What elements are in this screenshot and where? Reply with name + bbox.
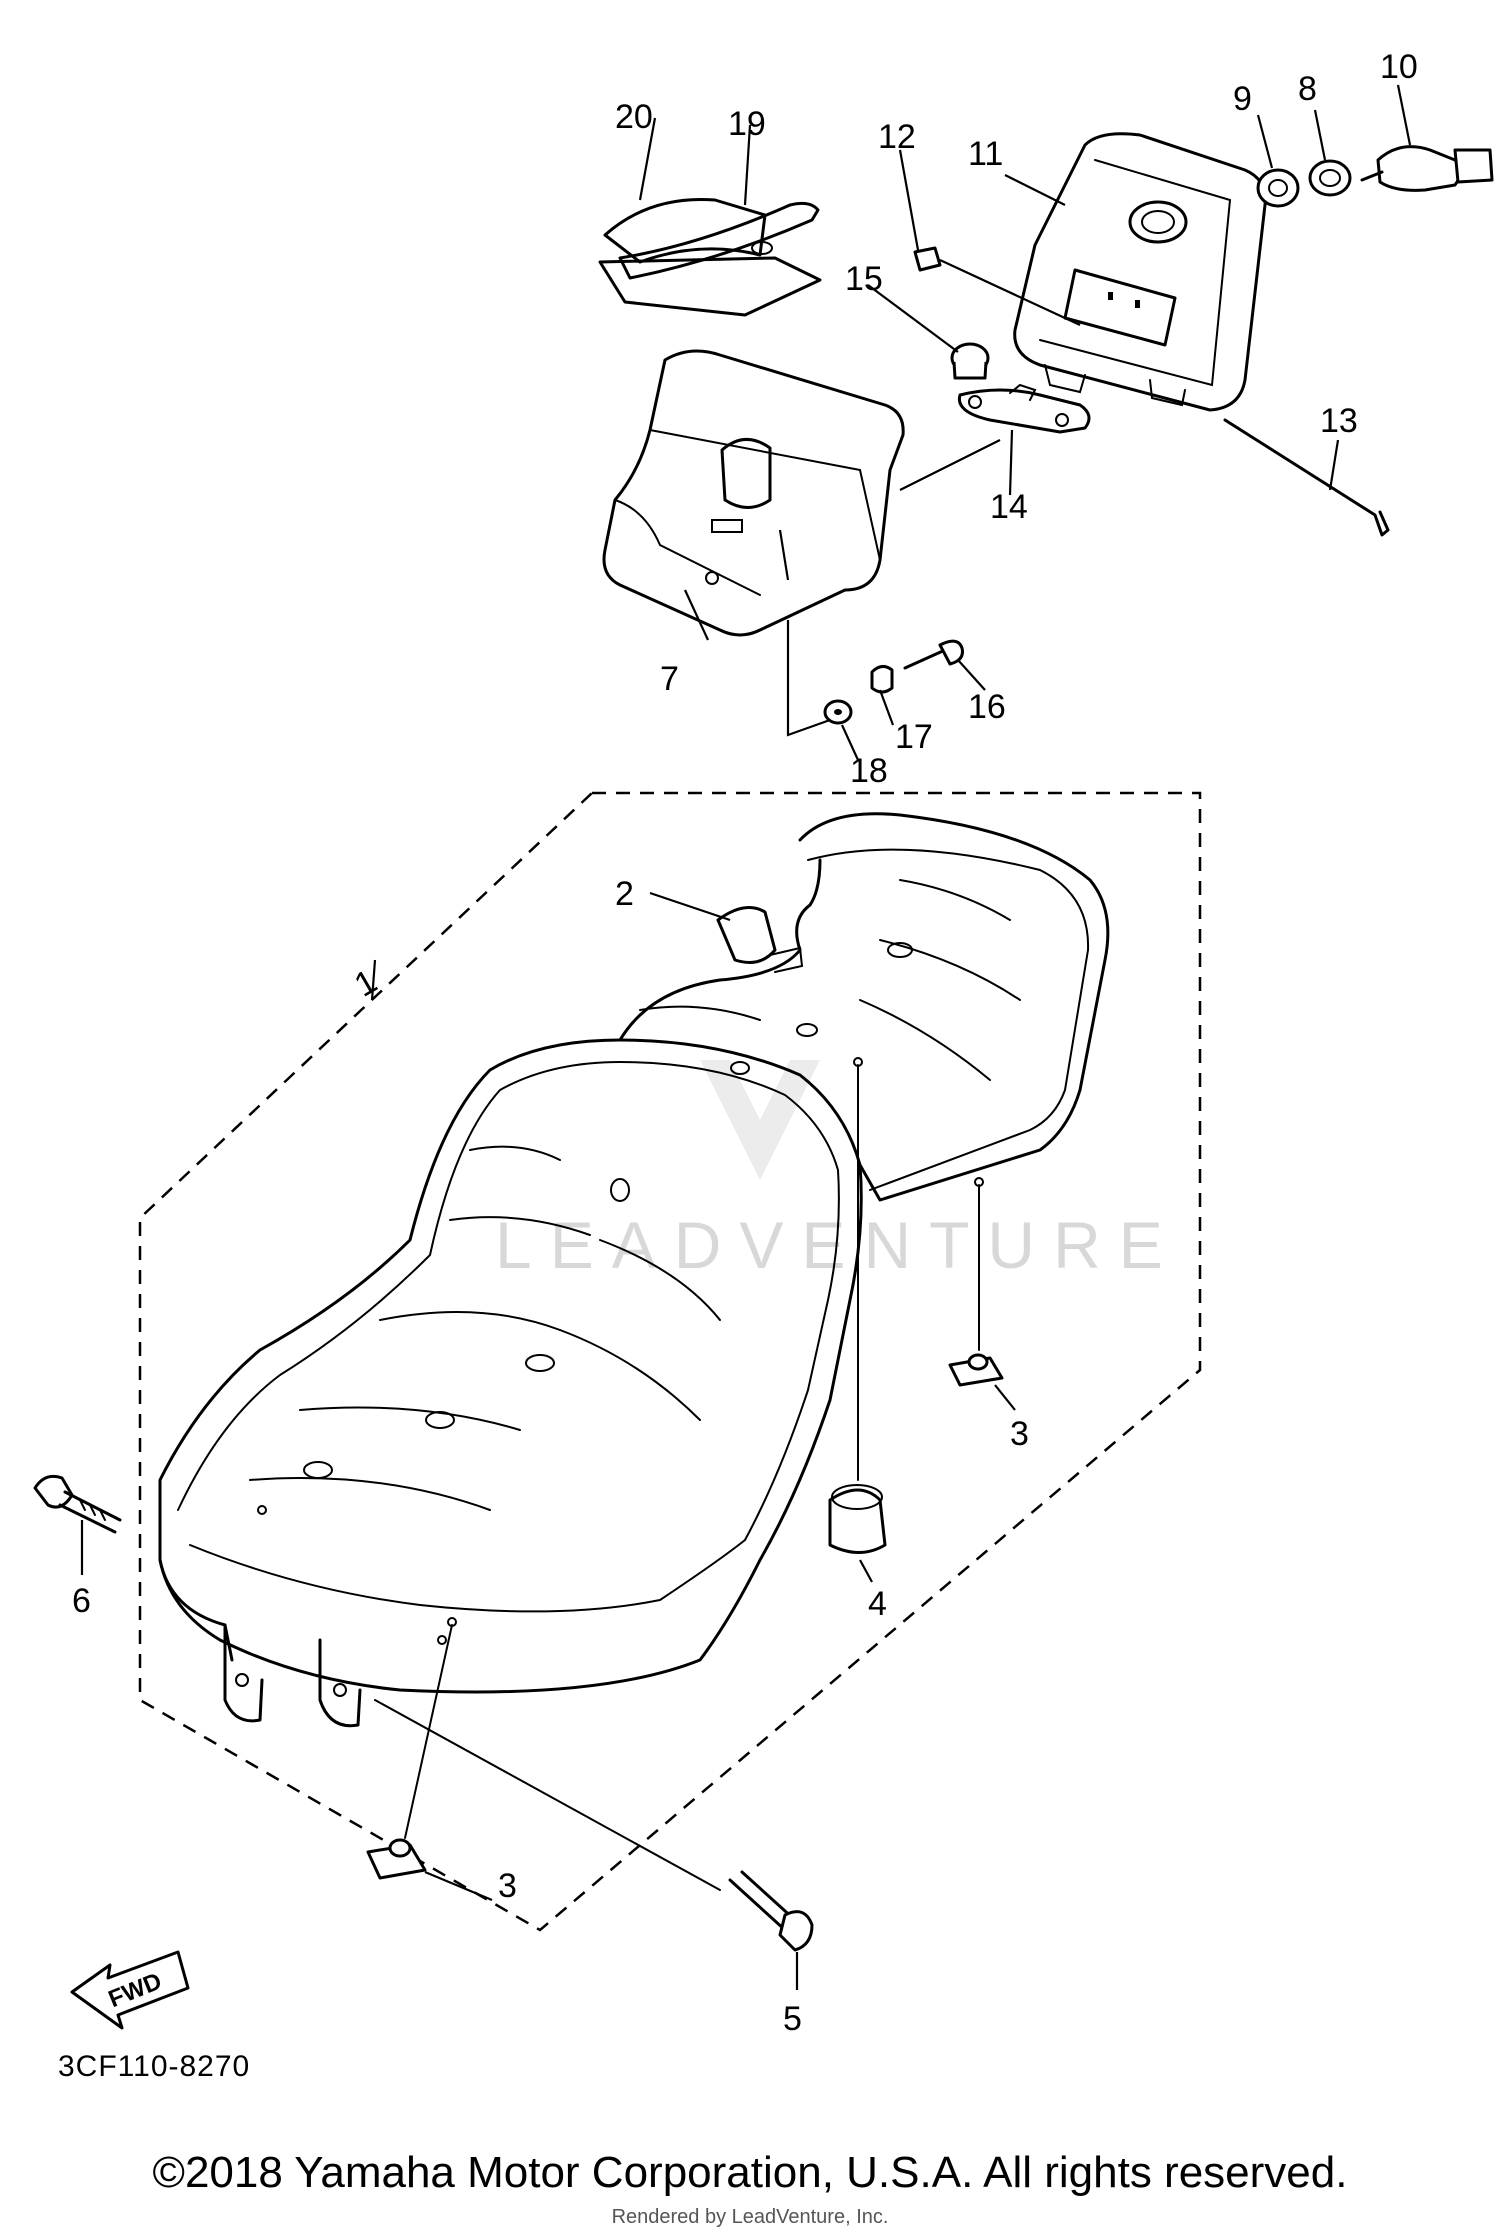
- copyright-notice: ©2018 Yamaha Motor Corporation, U.S.A. A…: [152, 2148, 1348, 2197]
- part-16-screw[interactable]: [903, 639, 964, 670]
- callout-3-right: 3: [1010, 1415, 1029, 1453]
- callout-17: 17: [895, 718, 933, 756]
- leader-lines: [370, 84, 1412, 1001]
- rendered-by-credit: Rendered by LeadVenture, Inc.: [611, 2206, 889, 2228]
- part-8-lock-ring[interactable]: [1308, 159, 1352, 197]
- part-20-tool-bag[interactable]: [598, 197, 822, 317]
- callout-3-left: 3: [498, 1867, 517, 1905]
- callout-9: 9: [1233, 80, 1252, 118]
- part-4-cushion[interactable]: [828, 1057, 887, 1583]
- callout-18: 18: [850, 752, 888, 790]
- callout-20: 20: [615, 98, 653, 136]
- diagram-code: 3CF110-8270: [58, 2050, 251, 2083]
- part-1-seat-assembly-boundary: [138, 791, 1202, 1932]
- callout-12: 12: [878, 118, 916, 156]
- part-14-stay[interactable]: [957, 383, 1091, 434]
- part-3-damper-left[interactable]: [366, 1617, 493, 1902]
- part-5-bolt[interactable]: [374, 1699, 814, 1990]
- part-12-clip[interactable]: [913, 246, 1081, 326]
- part-6-bolt[interactable]: [33, 1474, 122, 1575]
- callout-1: 1: [348, 962, 383, 1004]
- watermark: LEADVENTURE: [495, 1060, 1181, 1282]
- callout-16: 16: [968, 688, 1006, 726]
- part-17-nut[interactable]: [870, 665, 894, 694]
- callout-8: 8: [1298, 70, 1317, 108]
- callout-13: 13: [1320, 402, 1358, 440]
- callout-2: 2: [615, 875, 634, 913]
- part-10-key-lock[interactable]: [1360, 145, 1494, 192]
- front-direction-arrow: FWD: [70, 1950, 190, 2030]
- callout-10: 10: [1380, 48, 1418, 86]
- part-3-damper-right[interactable]: [948, 1177, 1016, 1411]
- callout-4: 4: [868, 1585, 887, 1623]
- watermark-text: LEADVENTURE: [495, 1208, 1181, 1282]
- callout-6: 6: [72, 1582, 91, 1620]
- callout-19: 19: [728, 105, 766, 143]
- part-19-tool-strap[interactable]: [618, 201, 820, 280]
- callout-14: 14: [990, 488, 1028, 526]
- part-1-double-seat[interactable]: [158, 812, 1110, 1728]
- callout-labels: 1 2 3 3 4 5 6 7 8 9 10 11 12 13 14 15 16…: [72, 48, 1418, 2038]
- part-11-carrier-box[interactable]: [1013, 132, 1267, 412]
- callout-5: 5: [783, 2000, 802, 2038]
- part-7-backrest[interactable]: [602, 349, 1001, 737]
- part-9-grommet[interactable]: [1256, 168, 1300, 208]
- part-18-washer[interactable]: [823, 699, 853, 725]
- part-15-cap-nut[interactable]: [950, 342, 990, 380]
- callout-11: 11: [968, 135, 1003, 173]
- callout-7: 7: [660, 660, 679, 698]
- part-13-rod[interactable]: [1223, 418, 1390, 537]
- callout-15: 15: [845, 260, 883, 298]
- part-2-seat-catch[interactable]: [716, 906, 804, 973]
